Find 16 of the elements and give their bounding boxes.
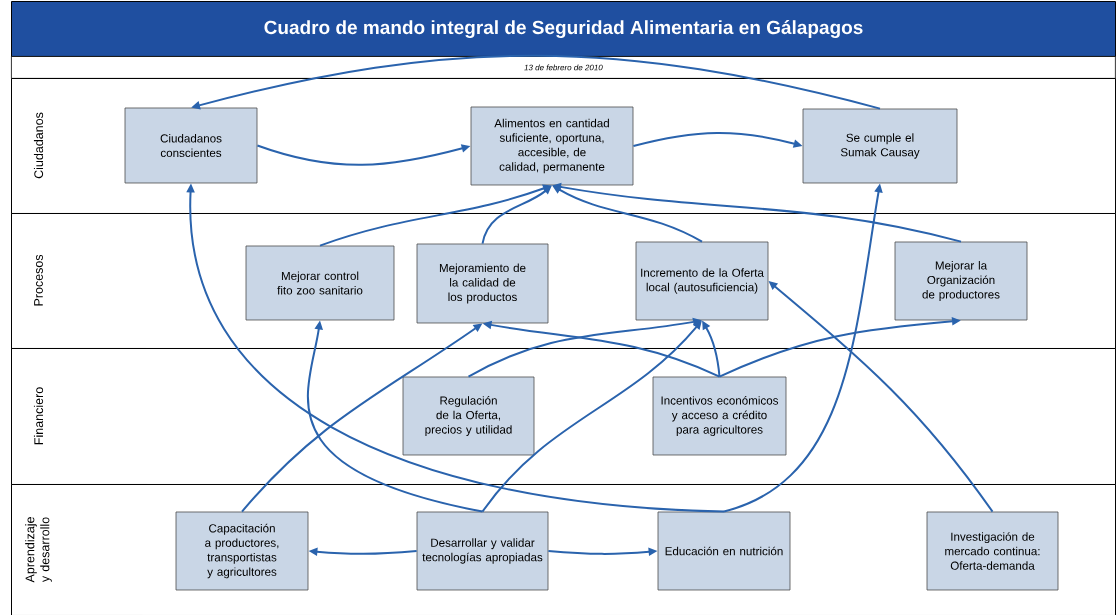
objective-box: Capacitación a productores, transportistas y agricultores	[175, 511, 309, 591]
objective-box: Investigación de mercado continua: Oferta-demanda	[926, 511, 1059, 591]
objective-box: Se cumple el Sumak Causay	[802, 108, 958, 184]
objective-box: Incremento de la Oferta local (autosuficiencia)	[635, 241, 769, 321]
objective-box: Alimentos en cantidad suficiente, oportuna, accesible, de calidad, permanente	[470, 106, 634, 186]
objective-box: Incentivos económicos y acceso a crédito para agricultores	[652, 376, 787, 456]
objective-box: Mejorar la Organización de productores	[894, 241, 1028, 321]
objective-box: Educación en nutrición	[657, 511, 791, 591]
title-banner: Cuadro de mando integral de Seguridad Alimentaria en Gálapagos	[11, 1, 1116, 57]
objective-box: Regulación de la Oferta, precios y utilidad	[402, 376, 535, 456]
objective-box: Mejorar control fito zoo sanitario	[245, 245, 395, 321]
objective-box: Mejoramiento de la calidad de los productos	[416, 243, 549, 324]
date-text: 13 de febrero de 2010	[11, 56, 1116, 79]
node-label: Ciudadanos	[33, 112, 44, 179]
objective-box: Ciudadanos conscientes	[124, 107, 258, 184]
objective-box: Desarrollar y validar tecnologías apropiadas	[416, 511, 549, 591]
